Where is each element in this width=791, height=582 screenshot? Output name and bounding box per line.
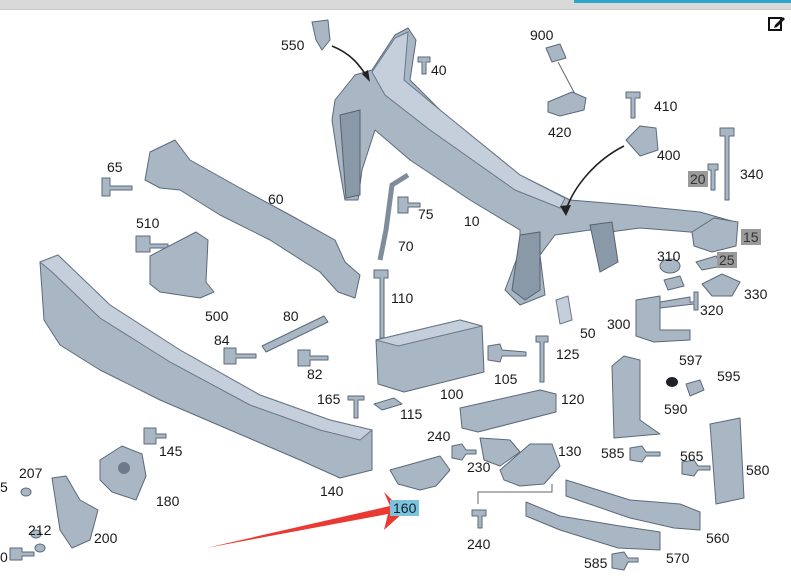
callout-400[interactable]: 400 xyxy=(657,147,681,163)
callout-105[interactable]: 105 xyxy=(494,371,518,387)
part-bracket-300 xyxy=(635,295,691,343)
callout-570[interactable]: 570 xyxy=(666,550,690,566)
callout-100[interactable]: 100 xyxy=(440,386,464,402)
callout-200[interactable]: 200 xyxy=(94,530,118,546)
callout-900[interactable]: 900 xyxy=(530,27,554,43)
callout-140[interactable]: 140 xyxy=(320,483,344,499)
callout-80[interactable]: 80 xyxy=(283,308,299,324)
part-bracket-500 xyxy=(149,231,215,299)
part-bolt-40 xyxy=(417,56,431,75)
callout-125[interactable]: 125 xyxy=(556,346,580,362)
callout-585-bottom[interactable]: 585 xyxy=(584,555,608,571)
callout-420[interactable]: 420 xyxy=(548,124,572,140)
part-bolt-340 xyxy=(719,127,735,201)
callout-84[interactable]: 84 xyxy=(214,332,230,348)
callout-50[interactable]: 50 xyxy=(580,325,596,341)
part-bracket-590 xyxy=(611,355,661,439)
callout-240-bottom[interactable]: 240 xyxy=(467,536,491,552)
part-bracket-570 xyxy=(525,501,661,551)
callout-75[interactable]: 75 xyxy=(418,206,434,222)
parts-diagram xyxy=(9,19,745,571)
callout-320[interactable]: 320 xyxy=(700,302,724,318)
callout-160-selected[interactable]: 160 xyxy=(390,500,420,516)
callout-500[interactable]: 500 xyxy=(205,308,229,324)
part-clip-550 xyxy=(311,19,331,51)
callout-300[interactable]: 300 xyxy=(607,316,631,332)
callout-110[interactable]: 110 xyxy=(391,290,414,306)
callout-580[interactable]: 580 xyxy=(746,462,770,478)
callout-597[interactable]: 597 xyxy=(679,352,703,368)
callout-207[interactable]: 207 xyxy=(19,465,43,481)
callout-60[interactable]: 60 xyxy=(268,191,284,207)
callout-510[interactable]: 510 xyxy=(136,215,160,231)
callout-145[interactable]: 145 xyxy=(159,443,183,459)
callout-0[interactable]: 0 xyxy=(0,549,8,565)
callout-595[interactable]: 595 xyxy=(717,368,741,384)
callout-585-top[interactable]: 585 xyxy=(601,445,625,461)
part-bracket-130 xyxy=(499,443,561,487)
part-bracket-15 xyxy=(691,217,739,253)
top-toolbar-strip xyxy=(0,0,791,10)
part-support-60 xyxy=(144,139,361,299)
callout-240-top[interactable]: 240 xyxy=(427,428,451,444)
part-bracket-420 xyxy=(547,91,587,117)
part-bolt-110 xyxy=(373,269,389,339)
callout-550[interactable]: 550 xyxy=(281,37,305,53)
callout-70[interactable]: 70 xyxy=(398,238,414,254)
part-bracket-400 xyxy=(625,125,659,157)
edit-icon[interactable] xyxy=(768,14,786,32)
part-tube-120 xyxy=(459,389,557,433)
callout-82[interactable]: 82 xyxy=(307,366,323,382)
callout-40[interactable]: 40 xyxy=(431,62,447,78)
callout-65[interactable]: 65 xyxy=(107,159,123,175)
part-bracket-200 xyxy=(51,475,99,549)
callout-230[interactable]: 230 xyxy=(467,459,491,475)
part-pipe-70 xyxy=(377,172,410,261)
callout-20[interactable]: 20 xyxy=(688,171,708,187)
callout-410[interactable]: 410 xyxy=(654,98,678,114)
part-bolt-410 xyxy=(625,91,641,119)
callout-560[interactable]: 560 xyxy=(706,530,730,546)
callout-130[interactable]: 130 xyxy=(558,443,582,459)
part-rod-80 xyxy=(261,315,329,353)
callout-212[interactable]: 212 xyxy=(28,522,52,538)
callout-340[interactable]: 340 xyxy=(740,166,764,182)
toolbar-accent xyxy=(574,0,791,3)
callout-15[interactable]: 15 xyxy=(741,229,761,245)
callout-165[interactable]: 165 xyxy=(317,391,341,407)
callout-5[interactable]: 5 xyxy=(0,479,8,495)
callout-565[interactable]: 565 xyxy=(680,448,704,464)
callout-115[interactable]: 115 xyxy=(400,406,423,422)
callout-120[interactable]: 120 xyxy=(561,391,585,407)
callout-10[interactable]: 10 xyxy=(464,213,480,229)
callout-180[interactable]: 180 xyxy=(156,493,180,509)
part-plate-580 xyxy=(709,417,745,505)
callout-590[interactable]: 590 xyxy=(664,401,688,417)
part-bracket-560 xyxy=(565,479,701,531)
callout-25[interactable]: 25 xyxy=(717,252,737,268)
callout-330[interactable]: 330 xyxy=(744,286,768,302)
callout-310[interactable]: 310 xyxy=(657,248,681,264)
part-bracket-160 xyxy=(389,455,451,491)
